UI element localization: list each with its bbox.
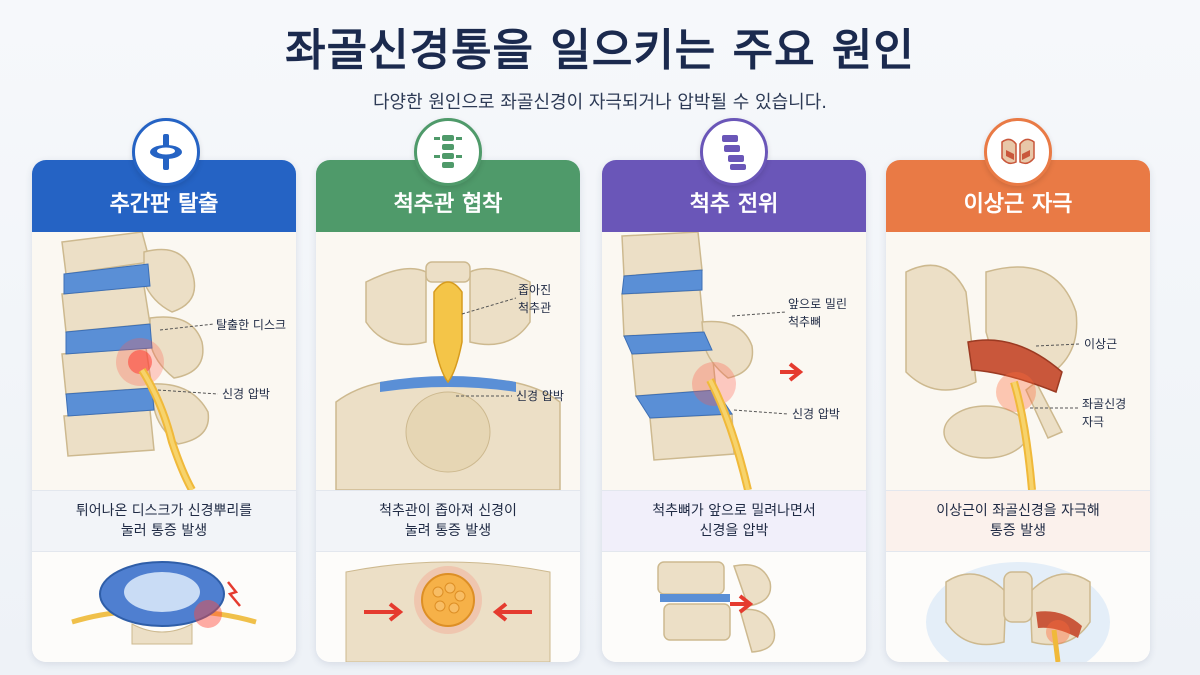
vertebra-shift-icon [700,118,768,186]
disc-detail-illustration [32,552,296,662]
page-subtitle: 다양한 원인으로 좌골신경이 자극되거나 압박될 수 있습니다. [372,92,828,113]
callout-narrowed: 좁아진 [518,283,551,297]
piriformis-detail-illustration [886,552,1150,662]
card-spondylolisthesis: 척추 전위 앞으로 밀린 척추뼈 신경 압박 [602,160,866,662]
pelvis-icon [984,118,1052,186]
card-description: 척추뼈가 앞으로 밀려나면서 신경을 압박 [602,490,866,552]
card-description: 척추관이 좁아져 신경이 눌려 통증 발생 [316,490,580,552]
card-piriformis: 이상근 자극 이상근 좌골신경 자극 이상근이 좌골신경을 자극해 통증 발생 [886,160,1150,662]
callout-herniated-disc: 탈출한 디스크 [216,318,286,332]
piriformis-illustration: 이상근 좌골신경 자극 [886,232,1150,491]
disc-icon [132,118,200,186]
card-title: 척추 전위 [689,192,779,217]
card-title: 이상근 자극 [963,192,1073,217]
card-title: 척추관 협착 [393,192,503,217]
card-description: 이상근이 좌골신경을 자극해 통증 발생 [886,490,1150,552]
callout-irritation: 자극 [1082,415,1104,429]
card-description: 튀어나온 디스크가 신경뿌리를 눌러 통증 발생 [32,490,296,552]
spinal-stenosis-illustration: 좁아진 척추관 신경 압박 [316,232,580,491]
spondylolisthesis-illustration: 앞으로 밀린 척추뼈 신경 압박 [602,231,866,491]
page-title: 좌골신경통을 일으키는 주요 원인 [285,25,915,76]
callout-nerve-compression: 신경 압박 [516,389,564,403]
callout-nerve-compression: 신경 압박 [222,387,270,401]
callout-vertebra: 척추뼈 [788,315,821,329]
card-header: 척추관 협착 [316,160,580,232]
spine-icon [414,118,482,186]
stenosis-detail-illustration [316,552,580,662]
spondylolisthesis-detail-illustration [602,552,866,662]
callout-spinal-canal: 척추관 [518,301,551,315]
disc-herniation-illustration: 탈출한 디스크 신경 압박 [32,231,296,492]
callout-slipped-forward: 앞으로 밀린 [788,297,847,311]
callout-piriformis: 이상근 [1084,337,1117,351]
card-spinal-stenosis: 척추관 협착 좁아진 척추관 신경 압박 척추관이 좁아져 신경이 눌려 통증 … [316,160,580,662]
callout-sciatic-nerve: 좌골신경 [1082,397,1126,411]
card-disc-herniation: 추간판 탈출 탈출한 디스크 [32,160,296,662]
card-title: 추간판 탈출 [109,192,219,217]
callout-nerve-compression: 신경 압박 [792,407,840,421]
